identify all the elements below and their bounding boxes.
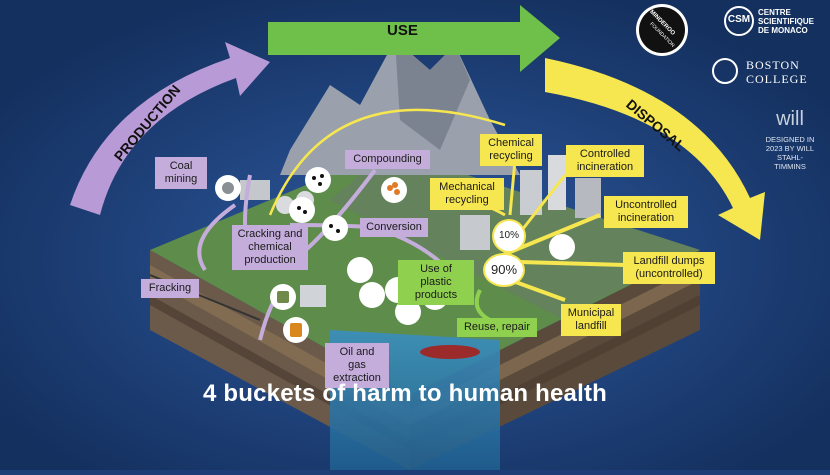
coal-icon-detail	[222, 182, 234, 194]
pellets-icon-detail	[394, 189, 400, 195]
pellets-icon-detail	[329, 224, 333, 228]
flow-arrow	[197, 203, 237, 272]
pellets-icon-detail	[297, 206, 301, 210]
packaging-icon	[549, 234, 575, 260]
use-of-plastic-products-label: Use of plastic products	[398, 260, 474, 305]
building	[460, 215, 490, 250]
pellets-icon-detail	[387, 185, 393, 191]
compounding-label: Compounding	[345, 150, 430, 169]
will-mark: will	[776, 108, 804, 130]
pellets-icon-detail	[318, 182, 322, 186]
other-percentage: 90%	[485, 255, 523, 285]
mechanical-recycling-label: Mechanical recycling	[430, 178, 504, 210]
oil-gas-label: Oil and gas extraction	[325, 343, 389, 388]
building	[575, 178, 601, 218]
flow-arrow	[519, 260, 626, 267]
pellets-icon	[305, 167, 331, 193]
recycled-percentage: 10%	[494, 221, 524, 251]
pellets-icon-detail	[320, 174, 324, 178]
fracking-label: Fracking	[141, 279, 199, 298]
bag-icon	[359, 282, 385, 308]
building	[240, 180, 270, 200]
minderoo-logo: MINDEROO FOUNDATION	[636, 4, 688, 56]
uncontrolled-incineration-label: Uncontrolled incineration	[604, 196, 688, 228]
use-arrow	[268, 5, 560, 72]
straw-icon	[395, 299, 421, 325]
building	[520, 170, 542, 215]
landfill-dumps-label: Landfill dumps (uncontrolled)	[623, 252, 715, 284]
use-stage-label: USE	[387, 22, 418, 39]
csm-logo-abbrev: CSM	[727, 14, 751, 25]
oil-barrel-icon-detail	[290, 323, 302, 337]
pellets-icon	[322, 215, 348, 241]
disposal-arrow	[545, 58, 765, 240]
reuse-repair-label: Reuse, repair	[457, 318, 537, 337]
coal-mining-label: Coal mining	[155, 157, 207, 189]
pellets-icon-detail	[392, 182, 398, 188]
mountain-shadow	[395, 40, 470, 150]
pellets-icon	[289, 197, 315, 223]
boston-college-wordmark: BOSTON COLLEGE	[746, 58, 808, 86]
municipal-landfill-label: Municipal landfill	[561, 304, 621, 336]
flow-arrow	[502, 213, 601, 257]
pellets-icon-detail	[303, 210, 307, 214]
csm-logo: CSM CENTRE SCIENTIFIQUE DE MONACO	[724, 6, 824, 40]
csm-logo-name: CENTRE SCIENTIFIQUE DE MONACO	[758, 8, 815, 35]
pellets-icon	[381, 177, 407, 203]
flow-arrow	[508, 159, 517, 216]
boston-college-logo: BOSTON COLLEGE	[712, 58, 824, 90]
headline: 4 buckets of harm to human health	[203, 380, 607, 407]
flow-arrow	[509, 278, 566, 302]
chemical-recycling-label: Chemical recycling	[480, 134, 542, 166]
building	[548, 155, 566, 210]
bottle-icon	[347, 257, 373, 283]
gas-tank-icon-detail	[277, 291, 289, 303]
ship	[420, 345, 480, 359]
controlled-incineration-label: Controlled incineration	[566, 145, 644, 177]
pellets-icon-detail	[336, 229, 340, 233]
conversion-label: Conversion	[360, 218, 428, 237]
production-arrow	[70, 42, 270, 215]
designer-credit: DESIGNED IN 2023 BY WILL STAHL-TIMMINS	[765, 135, 815, 171]
boston-college-seal-icon	[712, 58, 738, 84]
cracking-label: Cracking and chemical production	[232, 225, 308, 270]
loop-arrow	[268, 108, 506, 216]
building	[300, 285, 326, 307]
pellets-icon-detail	[312, 176, 316, 180]
